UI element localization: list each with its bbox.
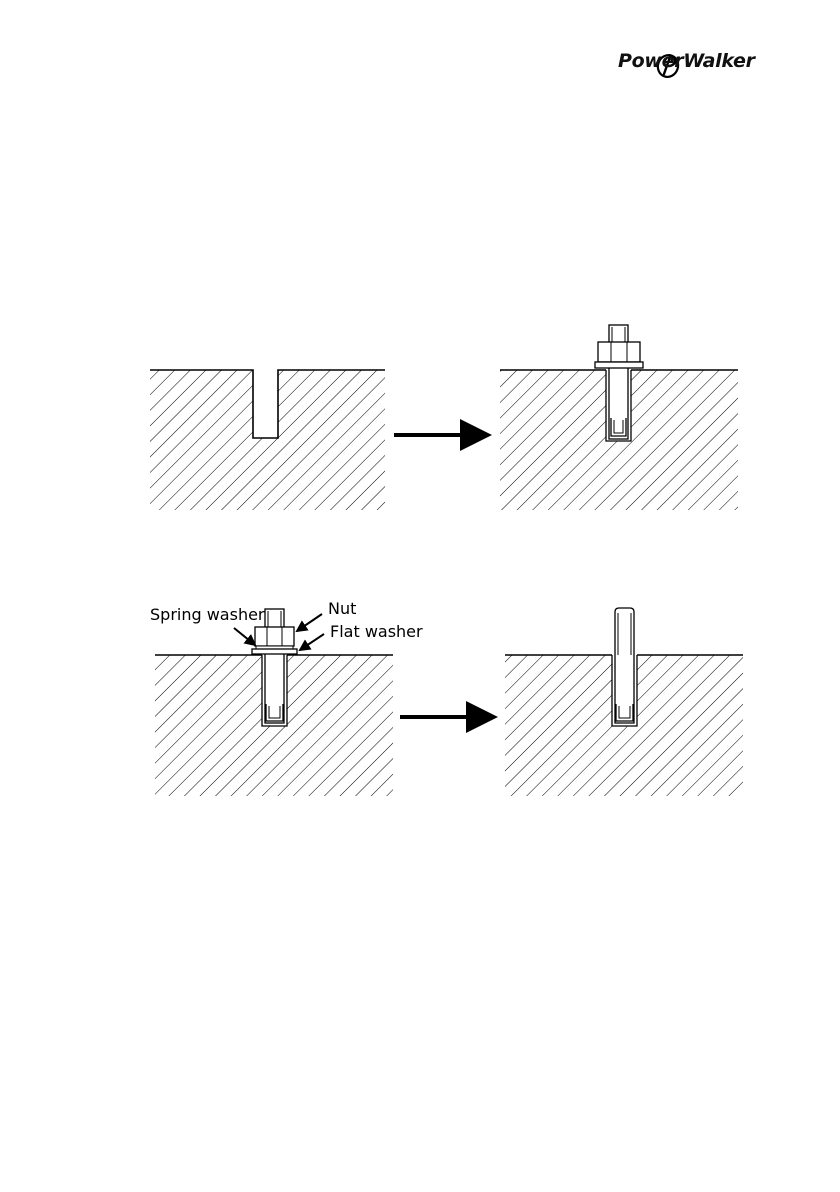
nut-pointer [297,614,322,631]
flat-washer-pointer [300,634,324,650]
spring-washer-pointer [234,628,255,645]
label-spring-washer: Spring washer [150,605,265,624]
label-flat-washer: Flat washer [330,622,423,641]
step-remaining-stud [505,608,743,796]
label-nut: Nut [328,599,356,618]
step-insert-anchor-bolt [500,325,738,510]
step-drill-hole [150,370,385,510]
